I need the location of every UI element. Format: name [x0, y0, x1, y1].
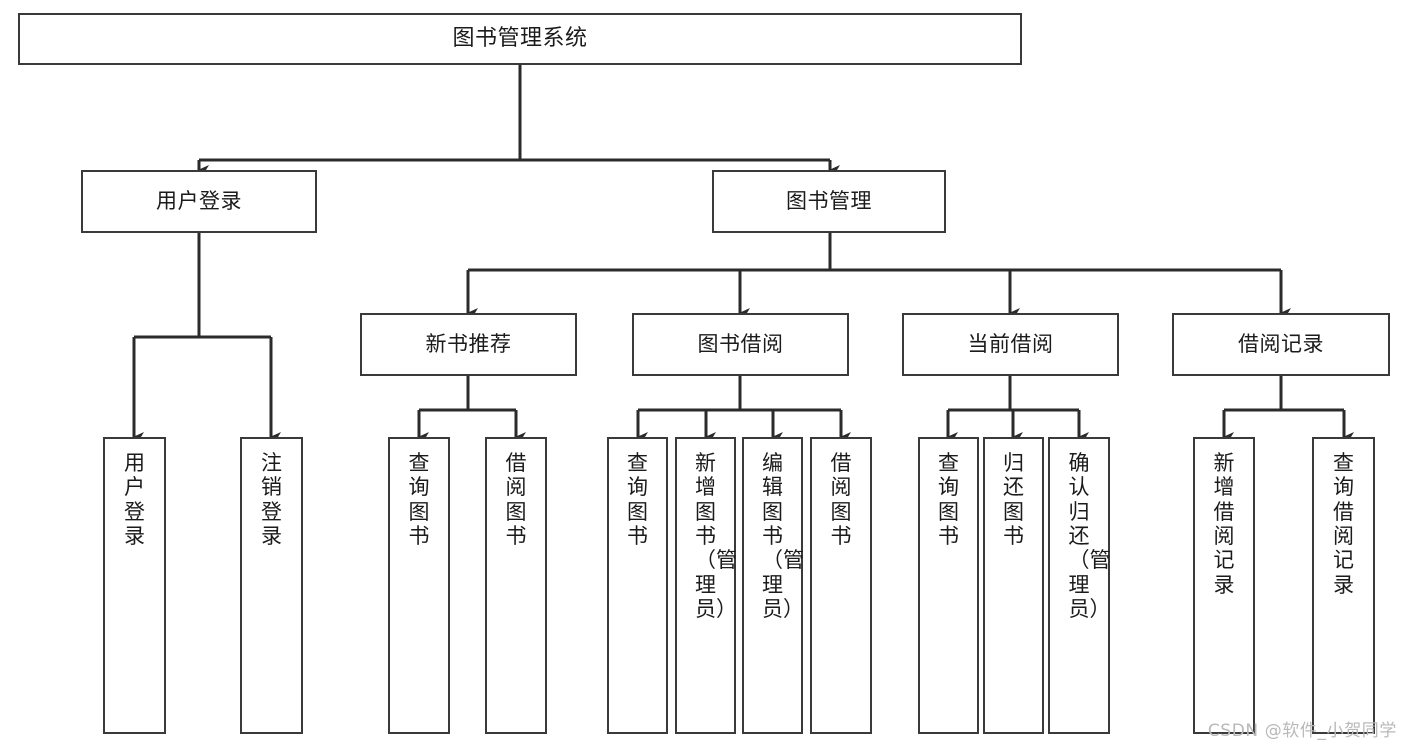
node-new-book-rec[interactable]: 新书推荐 [360, 313, 577, 376]
node-leaf-query-book-2[interactable]: 查询图书 [607, 437, 668, 734]
node-leaf-query-record-label: 查询借阅记录 [1333, 451, 1354, 597]
node-leaf-confirm-return-label: 确认归还（管理员） [1068, 451, 1111, 622]
node-leaf-add-record-label: 新增借阅记录 [1213, 451, 1235, 597]
node-leaf-query-book-3[interactable]: 查询图书 [918, 437, 979, 734]
node-leaf-logout-label: 注销登录 [261, 451, 282, 549]
node-leaf-edit-book-label: 编辑图书（管理员） [762, 451, 804, 622]
node-leaf-query-book-1[interactable]: 查询图书 [388, 437, 450, 734]
node-book-manage-label: 图书管理 [786, 189, 872, 214]
node-leaf-add-book[interactable]: 新增图书（管理员） [675, 437, 737, 734]
node-leaf-query-record[interactable]: 查询借阅记录 [1312, 437, 1375, 734]
node-user-login-label: 用户登录 [156, 189, 242, 214]
node-book-borrow[interactable]: 图书借阅 [632, 313, 849, 376]
node-leaf-add-book-label: 新增图书（管理员） [695, 451, 737, 622]
node-root-label: 图书管理系统 [452, 26, 588, 52]
node-leaf-confirm-return[interactable]: 确认归还（管理员） [1048, 437, 1111, 734]
node-book-borrow-label: 图书借阅 [697, 332, 784, 357]
node-current-borrow[interactable]: 当前借阅 [902, 313, 1119, 376]
node-borrow-record-label: 借阅记录 [1238, 332, 1324, 357]
node-book-manage[interactable]: 图书管理 [712, 170, 946, 233]
node-leaf-borrow-book-1[interactable]: 借阅图书 [485, 437, 547, 734]
node-leaf-query-book-1-label: 查询图书 [408, 451, 430, 549]
node-borrow-record[interactable]: 借阅记录 [1172, 313, 1390, 376]
node-leaf-logout[interactable]: 注销登录 [240, 437, 303, 734]
node-leaf-query-book-2-label: 查询图书 [627, 451, 648, 549]
node-leaf-return-book[interactable]: 归还图书 [983, 437, 1044, 734]
node-user-login[interactable]: 用户登录 [81, 170, 317, 233]
node-root[interactable]: 图书管理系统 [18, 13, 1022, 65]
node-leaf-user-login[interactable]: 用户登录 [103, 437, 166, 734]
node-leaf-user-login-label: 用户登录 [124, 451, 145, 549]
node-leaf-add-record[interactable]: 新增借阅记录 [1193, 437, 1255, 734]
node-leaf-edit-book[interactable]: 编辑图书（管理员） [742, 437, 804, 734]
node-leaf-query-book-3-label: 查询图书 [938, 451, 959, 549]
node-leaf-borrow-book-2-label: 借阅图书 [830, 451, 852, 549]
watermark: CSDN @软件_小贺同学 [1207, 721, 1397, 741]
node-leaf-borrow-book-2[interactable]: 借阅图书 [810, 437, 872, 734]
node-current-borrow-label: 当前借阅 [967, 332, 1054, 357]
node-leaf-borrow-book-1-label: 借阅图书 [505, 451, 527, 549]
node-leaf-return-book-label: 归还图书 [1003, 451, 1024, 549]
node-new-book-rec-label: 新书推荐 [425, 332, 512, 357]
